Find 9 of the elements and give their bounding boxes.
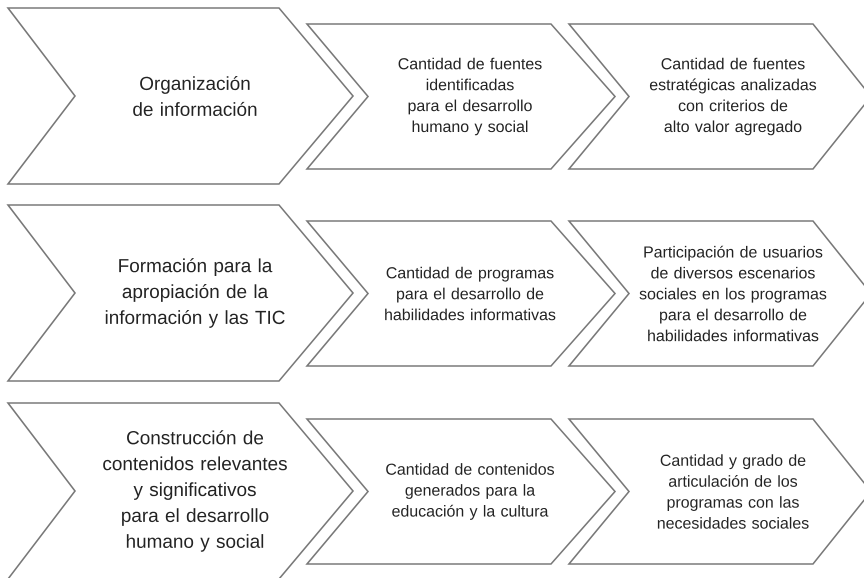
chevron-box: Cantidad de contenidos generados para la educación y la cultura xyxy=(305,418,616,565)
chevron-box: Organización de información xyxy=(6,7,354,185)
chevron-box: Cantidad de fuentes estratégicas analizadas con criterios de alto valor agregado xyxy=(567,23,864,170)
chevron-box: Construcción de contenidos relevantes y significativos para el desarrollo humano y social xyxy=(6,402,354,578)
chevron-box: Participación de usuarios de diversos escenarios sociales en los programas para el desarrollo de habilidades informativas xyxy=(567,220,864,367)
chevron-box: Cantidad de fuentes identificadas para el desarrollo humano y social xyxy=(305,23,616,170)
chevron-box: Cantidad y grado de articulación de los programas con las necesidades sociales xyxy=(567,418,864,565)
chevron-box: Formación para la apropiación de la información y las TIC xyxy=(6,204,354,382)
chevron-box: Cantidad de programas para el desarrollo de habilidades informativas xyxy=(305,220,616,367)
